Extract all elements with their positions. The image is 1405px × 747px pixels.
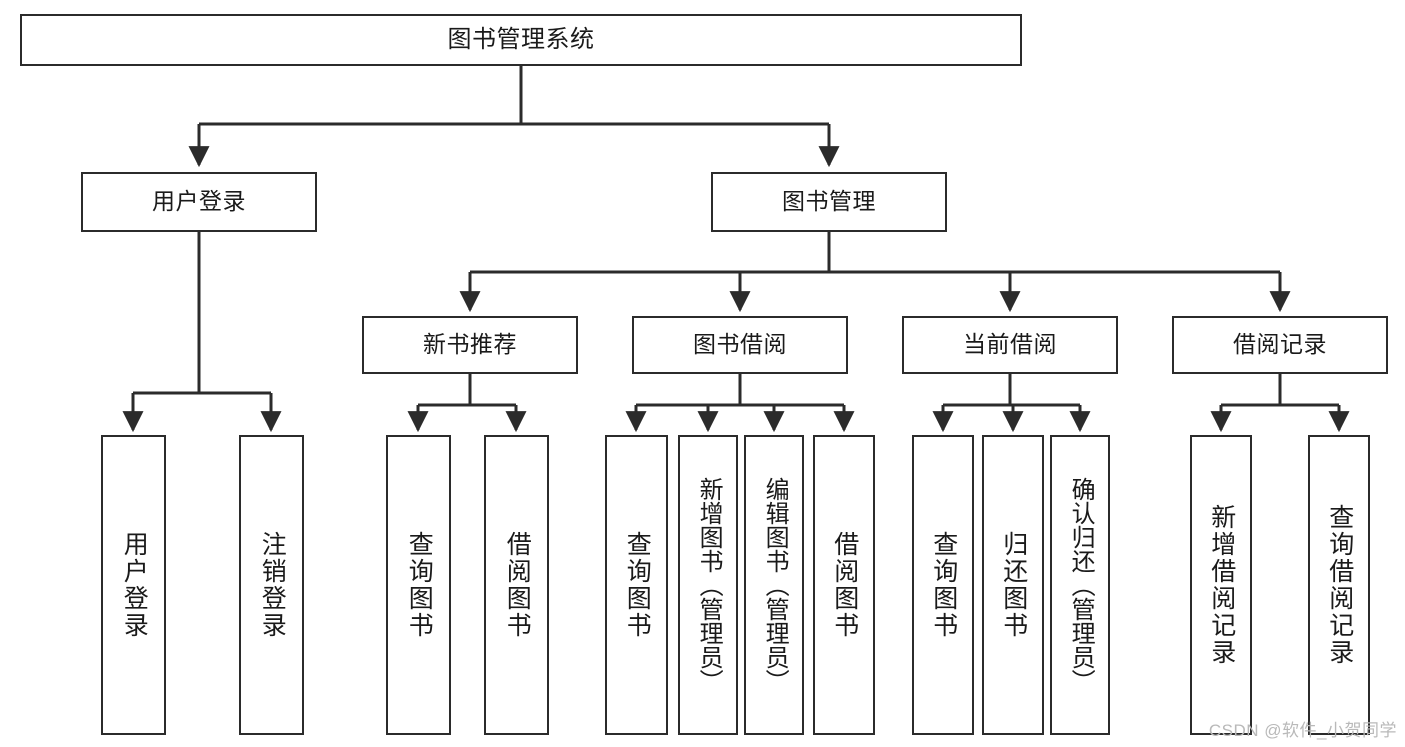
node-leaf-query-book-2-label: 查询图书	[623, 531, 652, 639]
node-leaf-add-borrow-record-label: 新增借阅记录	[1207, 504, 1236, 666]
node-leaf-return-book[interactable]: 归还图书	[982, 435, 1044, 735]
node-new-book-recommend[interactable]: 新书推荐	[362, 316, 578, 374]
node-leaf-logout-login[interactable]: 注销登录	[239, 435, 304, 735]
node-book-manage-label: 图书管理	[782, 188, 876, 215]
node-leaf-query-borrow-record[interactable]: 查询借阅记录	[1308, 435, 1370, 735]
node-leaf-query-borrow-record-label: 查询借阅记录	[1325, 504, 1354, 666]
node-leaf-confirm-return-admin-label: 确认归还（管理员）	[1067, 477, 1095, 693]
node-leaf-query-book-1-label: 查询图书	[405, 531, 434, 639]
node-leaf-user-login[interactable]: 用户登录	[101, 435, 166, 735]
node-leaf-edit-book-admin-label: 编辑图书（管理员）	[761, 477, 789, 693]
node-current-borrow[interactable]: 当前借阅	[902, 316, 1118, 374]
node-new-book-recommend-label: 新书推荐	[423, 331, 517, 358]
node-leaf-logout-login-label: 注销登录	[258, 531, 287, 639]
node-book-borrow[interactable]: 图书借阅	[632, 316, 848, 374]
node-borrow-record-label: 借阅记录	[1233, 331, 1327, 358]
node-root[interactable]: 图书管理系统	[20, 14, 1022, 66]
node-current-borrow-label: 当前借阅	[963, 331, 1057, 358]
node-user-login-label: 用户登录	[152, 188, 246, 215]
node-leaf-query-book-3-label: 查询图书	[929, 531, 958, 639]
node-leaf-borrow-book-2-label: 借阅图书	[830, 531, 859, 639]
node-root-label: 图书管理系统	[447, 25, 595, 53]
node-user-login[interactable]: 用户登录	[81, 172, 317, 232]
node-leaf-return-book-label: 归还图书	[999, 531, 1028, 639]
csdn-watermark: CSDN @软件_小贺同学	[1208, 721, 1397, 740]
node-book-borrow-label: 图书借阅	[693, 331, 787, 358]
node-book-manage[interactable]: 图书管理	[711, 172, 947, 232]
node-leaf-query-book-1[interactable]: 查询图书	[386, 435, 451, 735]
node-borrow-record[interactable]: 借阅记录	[1172, 316, 1388, 374]
node-leaf-borrow-book-1-label: 借阅图书	[503, 531, 532, 639]
node-leaf-confirm-return-admin[interactable]: 确认归还（管理员）	[1050, 435, 1110, 735]
node-leaf-add-book-admin-label: 新增图书（管理员）	[695, 477, 723, 693]
node-leaf-query-book-3[interactable]: 查询图书	[912, 435, 974, 735]
node-leaf-borrow-book-2[interactable]: 借阅图书	[813, 435, 875, 735]
node-leaf-borrow-book-1[interactable]: 借阅图书	[484, 435, 549, 735]
node-leaf-add-book-admin[interactable]: 新增图书（管理员）	[678, 435, 738, 735]
node-leaf-query-book-2[interactable]: 查询图书	[605, 435, 668, 735]
node-leaf-add-borrow-record[interactable]: 新增借阅记录	[1190, 435, 1252, 735]
node-leaf-user-login-label: 用户登录	[120, 531, 149, 639]
node-leaf-edit-book-admin[interactable]: 编辑图书（管理员）	[744, 435, 804, 735]
